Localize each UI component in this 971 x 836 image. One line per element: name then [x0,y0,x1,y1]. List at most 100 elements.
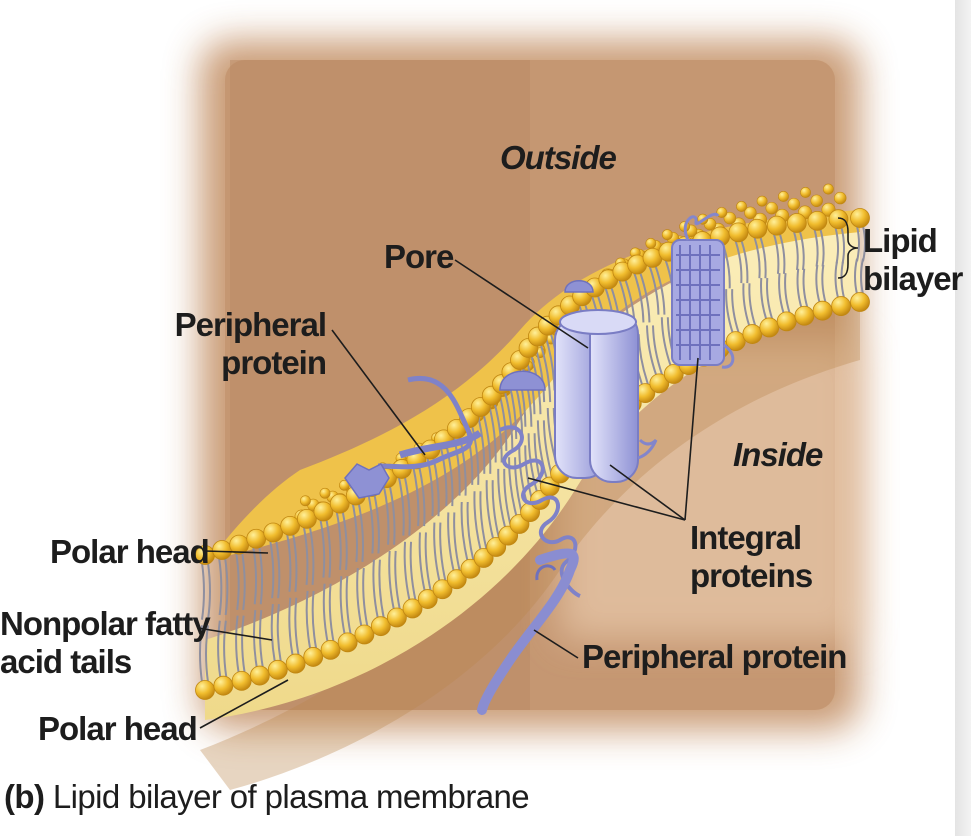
polar-head [725,331,746,351]
polar-head [723,211,737,225]
lipid-tail [223,620,228,678]
lipid-tail [433,522,441,582]
lipid-tail [356,568,363,627]
caption-tag: (b) [4,778,45,815]
polar-head [285,653,306,674]
lipid-tail [388,485,396,545]
lipid-tail [482,414,492,474]
label-nonpolar-line2: acid tails [0,643,132,680]
polar-head [831,296,851,316]
lipid-tail [815,264,821,303]
lipid-tail [412,467,420,527]
lipid-tail [497,468,507,528]
lipid-tail [241,615,246,673]
lipid-tail [536,420,548,479]
polar-head [473,548,494,568]
polar-head [736,201,747,212]
peripheral-protein-bottom [477,548,579,715]
lipid-tail [305,590,312,650]
label-polar-head-top: Polar head [50,533,210,570]
lipid-tail [382,485,390,545]
lipid-tail [796,268,803,309]
polar-head [812,300,833,321]
label-lipid-line2: bilayer [863,260,963,297]
lipid-tail [491,480,501,540]
label-peripheral-protein-bottom: Peripheral protein [582,638,847,675]
lipid-tail [734,240,743,284]
lipid-tail [654,265,666,315]
lipid-tail [740,240,749,284]
label-peripheral-protein-top: Peripheral protein [160,306,327,382]
lipid-tail [311,590,318,650]
lipid-tail [328,583,335,643]
polar-head [810,194,823,207]
polar-head [246,528,267,549]
lipid-tail [447,512,455,572]
polar-head [850,292,870,312]
lipid-tail [367,494,374,554]
lipid-tail [322,583,329,643]
figure-caption: (b) Lipid bilayer of plasma membrane [4,778,530,816]
polar-head [834,191,847,205]
lipid-tail [218,557,223,616]
label-nonpolar-tails: Nonpolar fatty acid tails [0,605,211,681]
lipid-tail [445,447,454,507]
lipid-tail [493,403,503,463]
polar-head [744,206,757,220]
lipid-tail [731,289,740,334]
lipid-tail [503,391,514,451]
polar-head [822,183,834,195]
lipid-tail [403,541,411,601]
polar-head [759,317,780,338]
lipid-tail [753,236,761,279]
lipid-tail [840,261,846,299]
polar-head [742,324,763,344]
lipid-tail [748,283,757,327]
label-outside: Outside [500,139,617,176]
right-edge-strip [955,0,971,836]
polar-head [756,195,768,207]
polar-head [303,647,324,667]
label-pore: Pore [384,238,454,275]
polar-head [354,624,375,645]
polar-head [778,191,789,202]
polar-head [850,208,870,228]
lipid-tail [288,597,294,656]
polar-head [213,675,234,696]
lipid-tail [286,533,292,592]
lipid-tail [476,414,486,474]
polar-head [263,522,284,543]
lipid-tail [362,568,369,627]
lipid-tail [778,273,785,314]
lipid-tail [633,272,645,323]
polar-head [417,589,438,609]
polar-head [212,540,232,560]
polar-head [231,670,252,691]
polar-head [645,238,657,249]
lipid-tail [648,265,660,315]
polar-head [765,201,778,215]
polar-head [337,632,358,653]
peripheral-protein-top [377,375,483,470]
lipid-tail [294,597,300,656]
lipid-tail [792,230,799,271]
lipid-tail [862,225,866,262]
polar-head [787,197,801,211]
lipid-tail [339,576,346,635]
lipid-tail [840,226,846,264]
lipid-tail [424,532,432,592]
lipid-tail [460,501,469,561]
lipid-tail [772,233,780,274]
lipid-tail [453,512,461,572]
lipid-tail [252,609,258,668]
label-integral-line2: proteins [690,557,813,594]
lipid-tail [276,604,282,662]
lipid-tail [485,480,495,540]
polar-head [402,598,423,619]
label-integral-proteins: Integral proteins [690,519,813,595]
label-peripheral-line2: protein [221,344,327,381]
lipid-tail [651,325,664,376]
label-nonpolar-line1: Nonpolar fatty [0,605,211,642]
lipid-tail [466,501,475,561]
polar-head [299,495,311,507]
